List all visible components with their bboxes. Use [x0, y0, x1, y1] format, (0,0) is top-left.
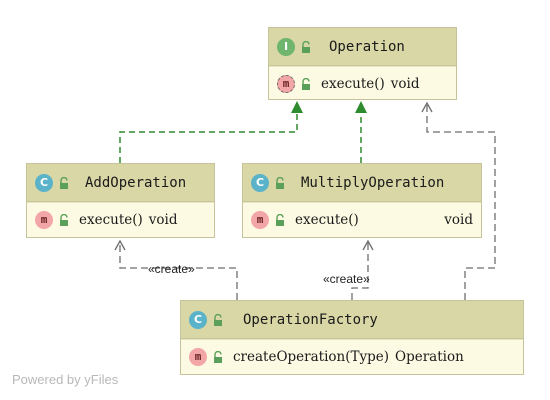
class-icon: C: [251, 173, 269, 192]
powered-by-watermark: Powered by yFiles: [12, 372, 119, 387]
create-edge-add: [119, 242, 238, 300]
method-return-type: Operation: [395, 348, 464, 365]
method-icon: m: [277, 74, 295, 93]
method-signature: execute(): [295, 211, 359, 228]
add-operation-class-node[interactable]: C AddOperation m execute() void: [26, 163, 215, 238]
method-signature: createOperation(Type): [233, 348, 390, 365]
node-title: Operation: [329, 38, 405, 55]
lock-open-icon: [276, 213, 284, 226]
create-arrowhead-multiply: [362, 239, 374, 251]
node-header: C AddOperation: [27, 164, 214, 202]
dependency-arrowhead-operation: [421, 101, 433, 113]
interface-icon: I: [277, 37, 295, 56]
implements-arrowhead-add: [291, 101, 303, 113]
lock-open-icon: [60, 213, 68, 226]
node-member-row[interactable]: m execute() void: [27, 202, 214, 236]
lock-open-icon: [276, 176, 284, 189]
method-return-type: void: [444, 211, 473, 228]
node-header: C OperationFactory: [181, 301, 523, 339]
method-return-type: void: [148, 211, 178, 228]
class-icon: C: [35, 173, 53, 192]
create-label-multiply: «create»: [323, 272, 370, 286]
class-icon: C: [189, 310, 207, 329]
implements-edge-add: [119, 112, 298, 163]
node-header: I Operation: [269, 28, 456, 66]
method-signature: execute(): [79, 211, 143, 228]
method-signature: execute(): [321, 75, 385, 92]
static-method-icon: m: [189, 347, 207, 366]
node-member-row[interactable]: m execute() void: [269, 66, 456, 100]
method-icon: m: [251, 210, 269, 229]
create-arrowhead-add: [114, 239, 126, 251]
node-title: MultiplyOperation: [301, 174, 445, 191]
create-label-add: «create»: [148, 262, 195, 276]
operation-factory-class-node[interactable]: C OperationFactory m createOperation(Typ…: [180, 300, 524, 375]
node-title: OperationFactory: [243, 311, 378, 328]
lock-open-icon: [302, 40, 310, 53]
node-header: C MultiplyOperation: [243, 164, 481, 202]
node-member-row[interactable]: m createOperation(Type) Operation: [181, 339, 523, 373]
lock-open-icon: [214, 350, 222, 363]
method-return-type: void: [390, 75, 420, 92]
node-title: AddOperation: [85, 174, 187, 191]
method-icon: m: [35, 210, 53, 229]
create-edge-multiply: [351, 242, 369, 300]
lock-open-icon: [60, 176, 68, 189]
node-member-row[interactable]: m execute() void: [243, 202, 481, 236]
operation-interface-node[interactable]: I Operation m execute() void: [268, 27, 457, 100]
lock-open-icon: [302, 77, 310, 90]
lock-open-icon: [214, 313, 222, 326]
multiply-operation-class-node[interactable]: C MultiplyOperation m execute() void: [242, 163, 482, 238]
implements-arrowhead-multiply: [355, 101, 367, 113]
dependency-edge-operation: [426, 104, 496, 300]
